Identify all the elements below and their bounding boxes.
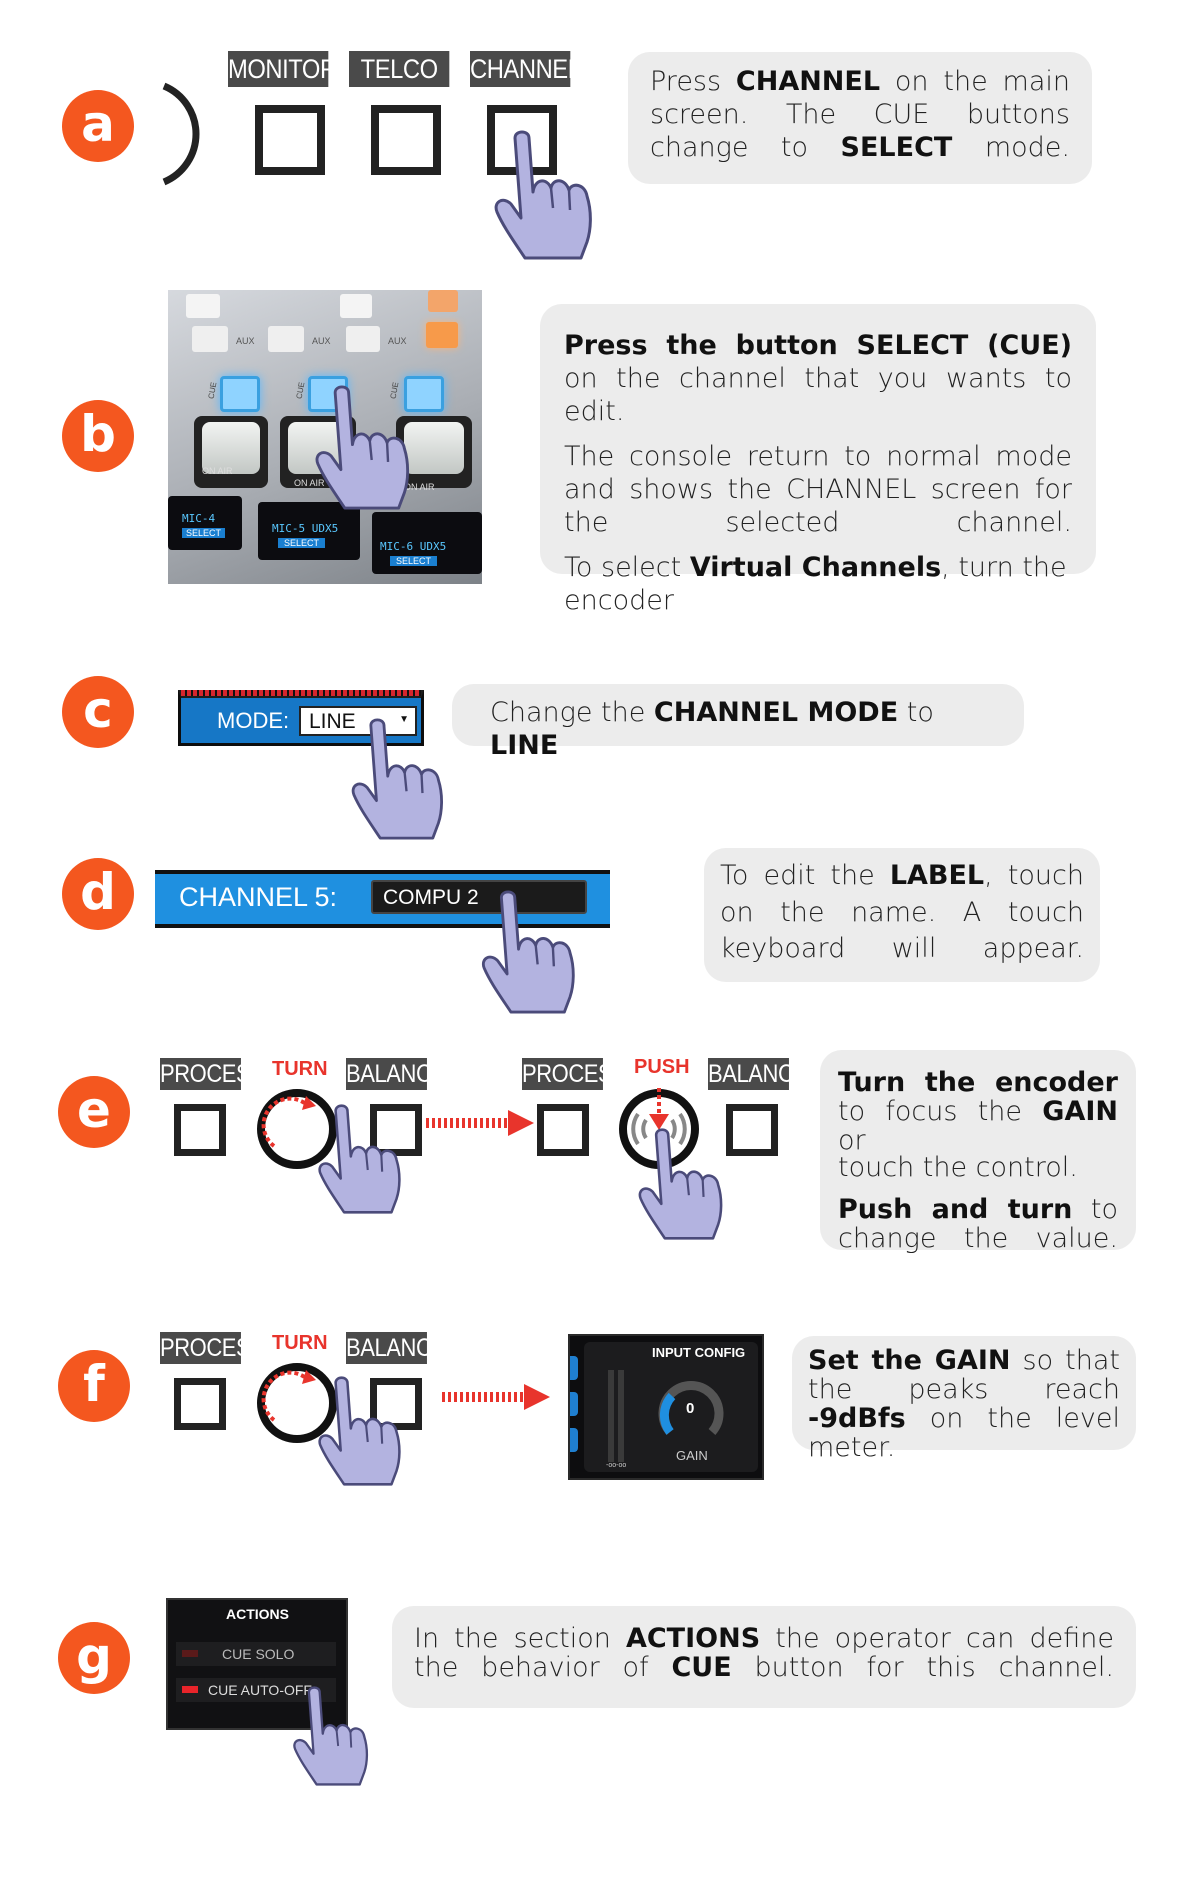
step-a-badge: a bbox=[62, 90, 134, 162]
console-photo: AUX AUX AUX CUE CUE CUE ON AIR ON AIR ON… bbox=[168, 290, 482, 584]
mode-bar: MODE: LINE ▼ bbox=[178, 690, 424, 746]
gain-label: GAIN bbox=[676, 1448, 708, 1463]
encoder-arc-icon bbox=[162, 82, 200, 186]
panel-title: INPUT CONFIG bbox=[652, 1345, 746, 1360]
step-g-badge: g bbox=[58, 1622, 130, 1694]
telco-label: TELCO bbox=[349, 51, 450, 87]
level-meter bbox=[608, 1370, 614, 1462]
channel-number-label: CHANNEL 5: bbox=[179, 882, 338, 912]
pointing-hand-icon bbox=[316, 1376, 406, 1486]
encoder-turn-icon[interactable] bbox=[254, 1086, 340, 1172]
step-d-badge: d bbox=[62, 858, 134, 930]
process-button[interactable] bbox=[174, 1104, 226, 1156]
pointing-hand-icon bbox=[312, 385, 416, 510]
step-f-badge: f bbox=[58, 1350, 130, 1422]
pointing-hand-icon bbox=[478, 890, 582, 1014]
step-c-text: Change the CHANNEL MODE to LINE bbox=[452, 684, 1024, 761]
arrow-right-icon bbox=[426, 1110, 534, 1136]
actions-title: ACTIONS bbox=[226, 1606, 289, 1622]
chevron-down-icon: ▼ bbox=[399, 714, 409, 725]
step-g-text: In the section ACTIONS the operator can … bbox=[392, 1606, 1136, 1708]
channel-name-field[interactable]: COMPU 2 bbox=[371, 880, 587, 914]
process-label-3: PROCESS bbox=[160, 1332, 265, 1364]
monitor-label: MONITOR bbox=[228, 51, 337, 87]
pointing-hand-icon bbox=[348, 718, 450, 840]
push-label: PUSH bbox=[634, 1056, 690, 1078]
step-e-badge: e bbox=[58, 1076, 130, 1148]
cue-solo-option[interactable]: CUE SOLO bbox=[176, 1642, 336, 1666]
step-c-badge: c bbox=[62, 676, 134, 748]
arrow-right-icon bbox=[442, 1384, 550, 1410]
step-e-text: Turn the encoder to focus the GAIN or to… bbox=[820, 1050, 1136, 1253]
step-f-text: Set the GAIN so that the peaks reach -9d… bbox=[792, 1336, 1136, 1463]
pointing-hand-icon bbox=[316, 1104, 406, 1214]
encoder-turn-icon[interactable] bbox=[254, 1360, 340, 1446]
pointing-hand-icon bbox=[292, 1686, 372, 1786]
monitor-button[interactable] bbox=[255, 105, 325, 175]
turn-label-2: TURN bbox=[272, 1332, 328, 1354]
level-meter bbox=[618, 1370, 624, 1462]
process-label-2: PROCESS bbox=[522, 1058, 627, 1090]
pointing-hand-icon bbox=[636, 1128, 728, 1240]
balance-button-2[interactable] bbox=[726, 1104, 778, 1156]
telco-button[interactable] bbox=[371, 105, 441, 175]
balance-label-3: BALANCE bbox=[346, 1332, 446, 1364]
balance-label: BALANCE bbox=[346, 1058, 446, 1090]
process-button-2[interactable] bbox=[537, 1104, 589, 1156]
process-label: PROCESS bbox=[160, 1058, 265, 1090]
step-b-badge: b bbox=[62, 400, 134, 472]
step-a-text: Press CHANNEL on the main screen. The CU… bbox=[628, 52, 1092, 184]
step-d-text: To edit the LABEL, touch on the name. A … bbox=[704, 848, 1100, 982]
process-button-3[interactable] bbox=[174, 1378, 226, 1430]
gain-knob[interactable] bbox=[656, 1376, 726, 1446]
balance-button[interactable] bbox=[370, 1104, 422, 1156]
step-b-text: Press the button SELECT (CUE) on the cha… bbox=[540, 304, 1096, 616]
channel-name-bar: CHANNEL 5: COMPU 2 bbox=[155, 870, 610, 928]
turn-label: TURN bbox=[272, 1058, 328, 1080]
channel-label: CHANNEL bbox=[470, 51, 581, 87]
mode-label: MODE: bbox=[217, 708, 290, 733]
input-config-panel: INPUT CONFIG -oo-oo 0 GAIN bbox=[568, 1334, 764, 1480]
balance-label-2: BALANCE bbox=[708, 1058, 808, 1090]
mode-select[interactable]: LINE ▼ bbox=[299, 706, 417, 736]
gain-value: 0 bbox=[686, 1400, 695, 1417]
pointing-hand-icon bbox=[490, 130, 600, 260]
